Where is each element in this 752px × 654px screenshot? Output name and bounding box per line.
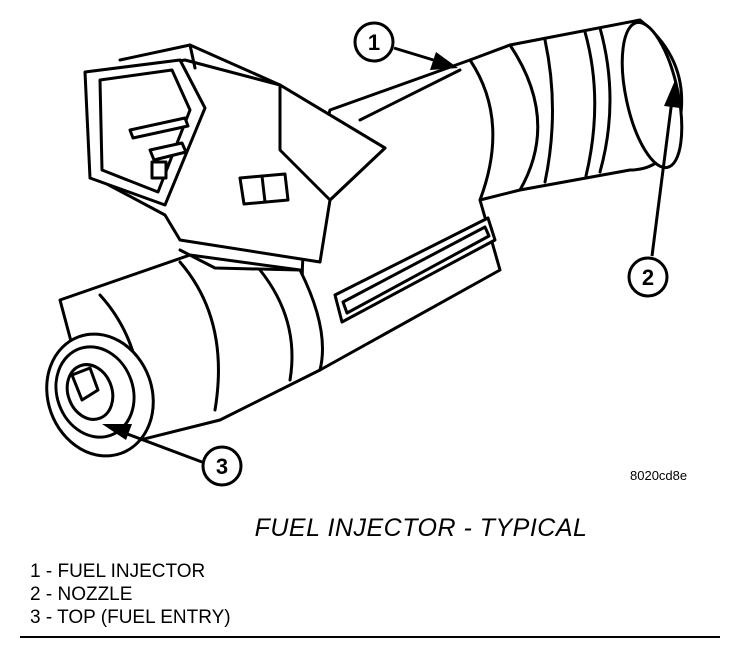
electrical-connector <box>83 43 387 264</box>
legend-separator: - <box>45 607 58 628</box>
legend-label: TOP (FUEL ENTRY) <box>57 607 231 628</box>
legend-number: 2 <box>30 584 41 605</box>
callout-1: 1 <box>353 21 458 70</box>
legend: 1 - FUEL INJECTOR 2 - NOZZLE 3 - TOP (FU… <box>30 560 231 629</box>
legend-number: 1 <box>30 561 41 582</box>
callout-3-number: 3 <box>216 454 228 479</box>
callout-3: 3 <box>102 424 243 487</box>
legend-item-1: 1 - FUEL INJECTOR <box>30 560 231 583</box>
callout-2-number: 2 <box>642 265 654 290</box>
legend-item-2: 2 - NOZZLE <box>30 583 231 606</box>
legend-separator: - <box>45 561 58 582</box>
legend-label: NOZZLE <box>57 584 133 605</box>
injector-body <box>300 43 540 372</box>
legend-label: FUEL INJECTOR <box>57 561 206 582</box>
callout-1-number: 1 <box>368 30 380 55</box>
legend-item-3: 3 - TOP (FUEL ENTRY) <box>30 606 231 629</box>
callout-2: 2 <box>627 78 680 298</box>
fuel-injector-illustration: 1 2 3 <box>45 18 684 487</box>
figure-id: 8020cd8e <box>630 468 688 483</box>
figure-caption: FUEL INJECTOR - TYPICAL <box>254 514 588 542</box>
bottom-rule <box>20 636 720 638</box>
legend-number: 3 <box>30 607 41 628</box>
legend-separator: - <box>45 584 58 605</box>
